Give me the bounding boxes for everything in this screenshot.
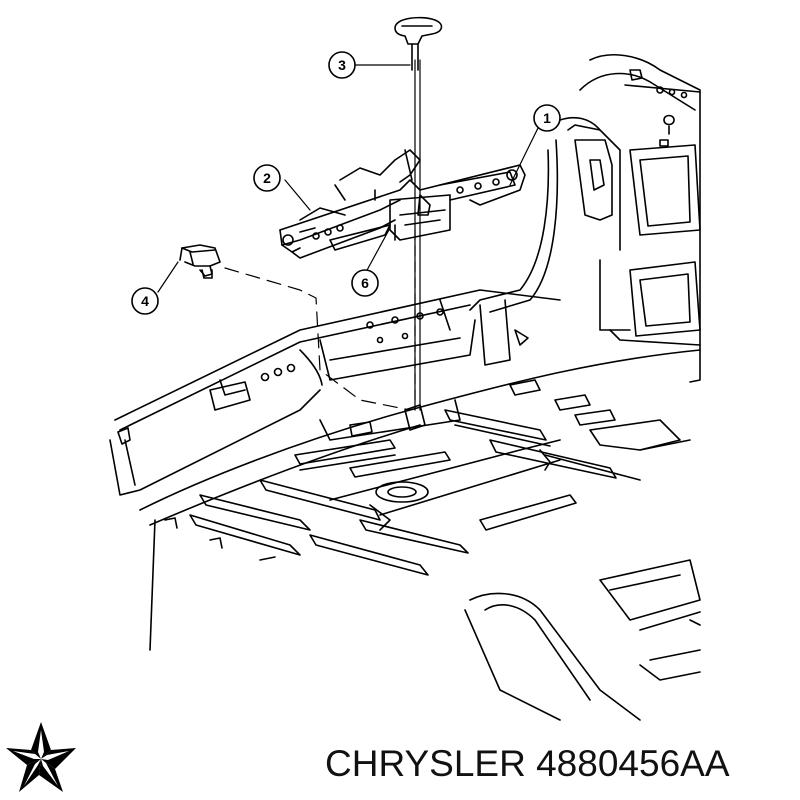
callout-3: 3 bbox=[328, 51, 356, 79]
rear-sill-panel bbox=[109, 289, 561, 496]
callout-3-label: 3 bbox=[338, 57, 346, 73]
scissor-jack bbox=[279, 149, 526, 259]
assembly-lines bbox=[224, 59, 421, 411]
callout-2: 2 bbox=[253, 164, 281, 192]
chrysler-pentastar-icon bbox=[6, 722, 76, 792]
callout-1-label: 1 bbox=[543, 110, 551, 126]
trunk-floor-pan bbox=[139, 349, 701, 721]
jack-retainer-clip bbox=[179, 244, 221, 279]
callout-1: 1 bbox=[533, 104, 561, 132]
callout-leaders bbox=[157, 64, 539, 293]
callout-4-label: 4 bbox=[141, 293, 149, 309]
callout-6: 6 bbox=[351, 269, 379, 297]
callout-4: 4 bbox=[131, 287, 159, 315]
part-caption: CHRYSLER 4880456AA bbox=[325, 743, 730, 784]
callout-2-label: 2 bbox=[263, 170, 271, 186]
quarter-panel bbox=[469, 54, 701, 383]
callout-6-label: 6 bbox=[361, 275, 369, 291]
jack-handle-wrench bbox=[394, 16, 443, 71]
